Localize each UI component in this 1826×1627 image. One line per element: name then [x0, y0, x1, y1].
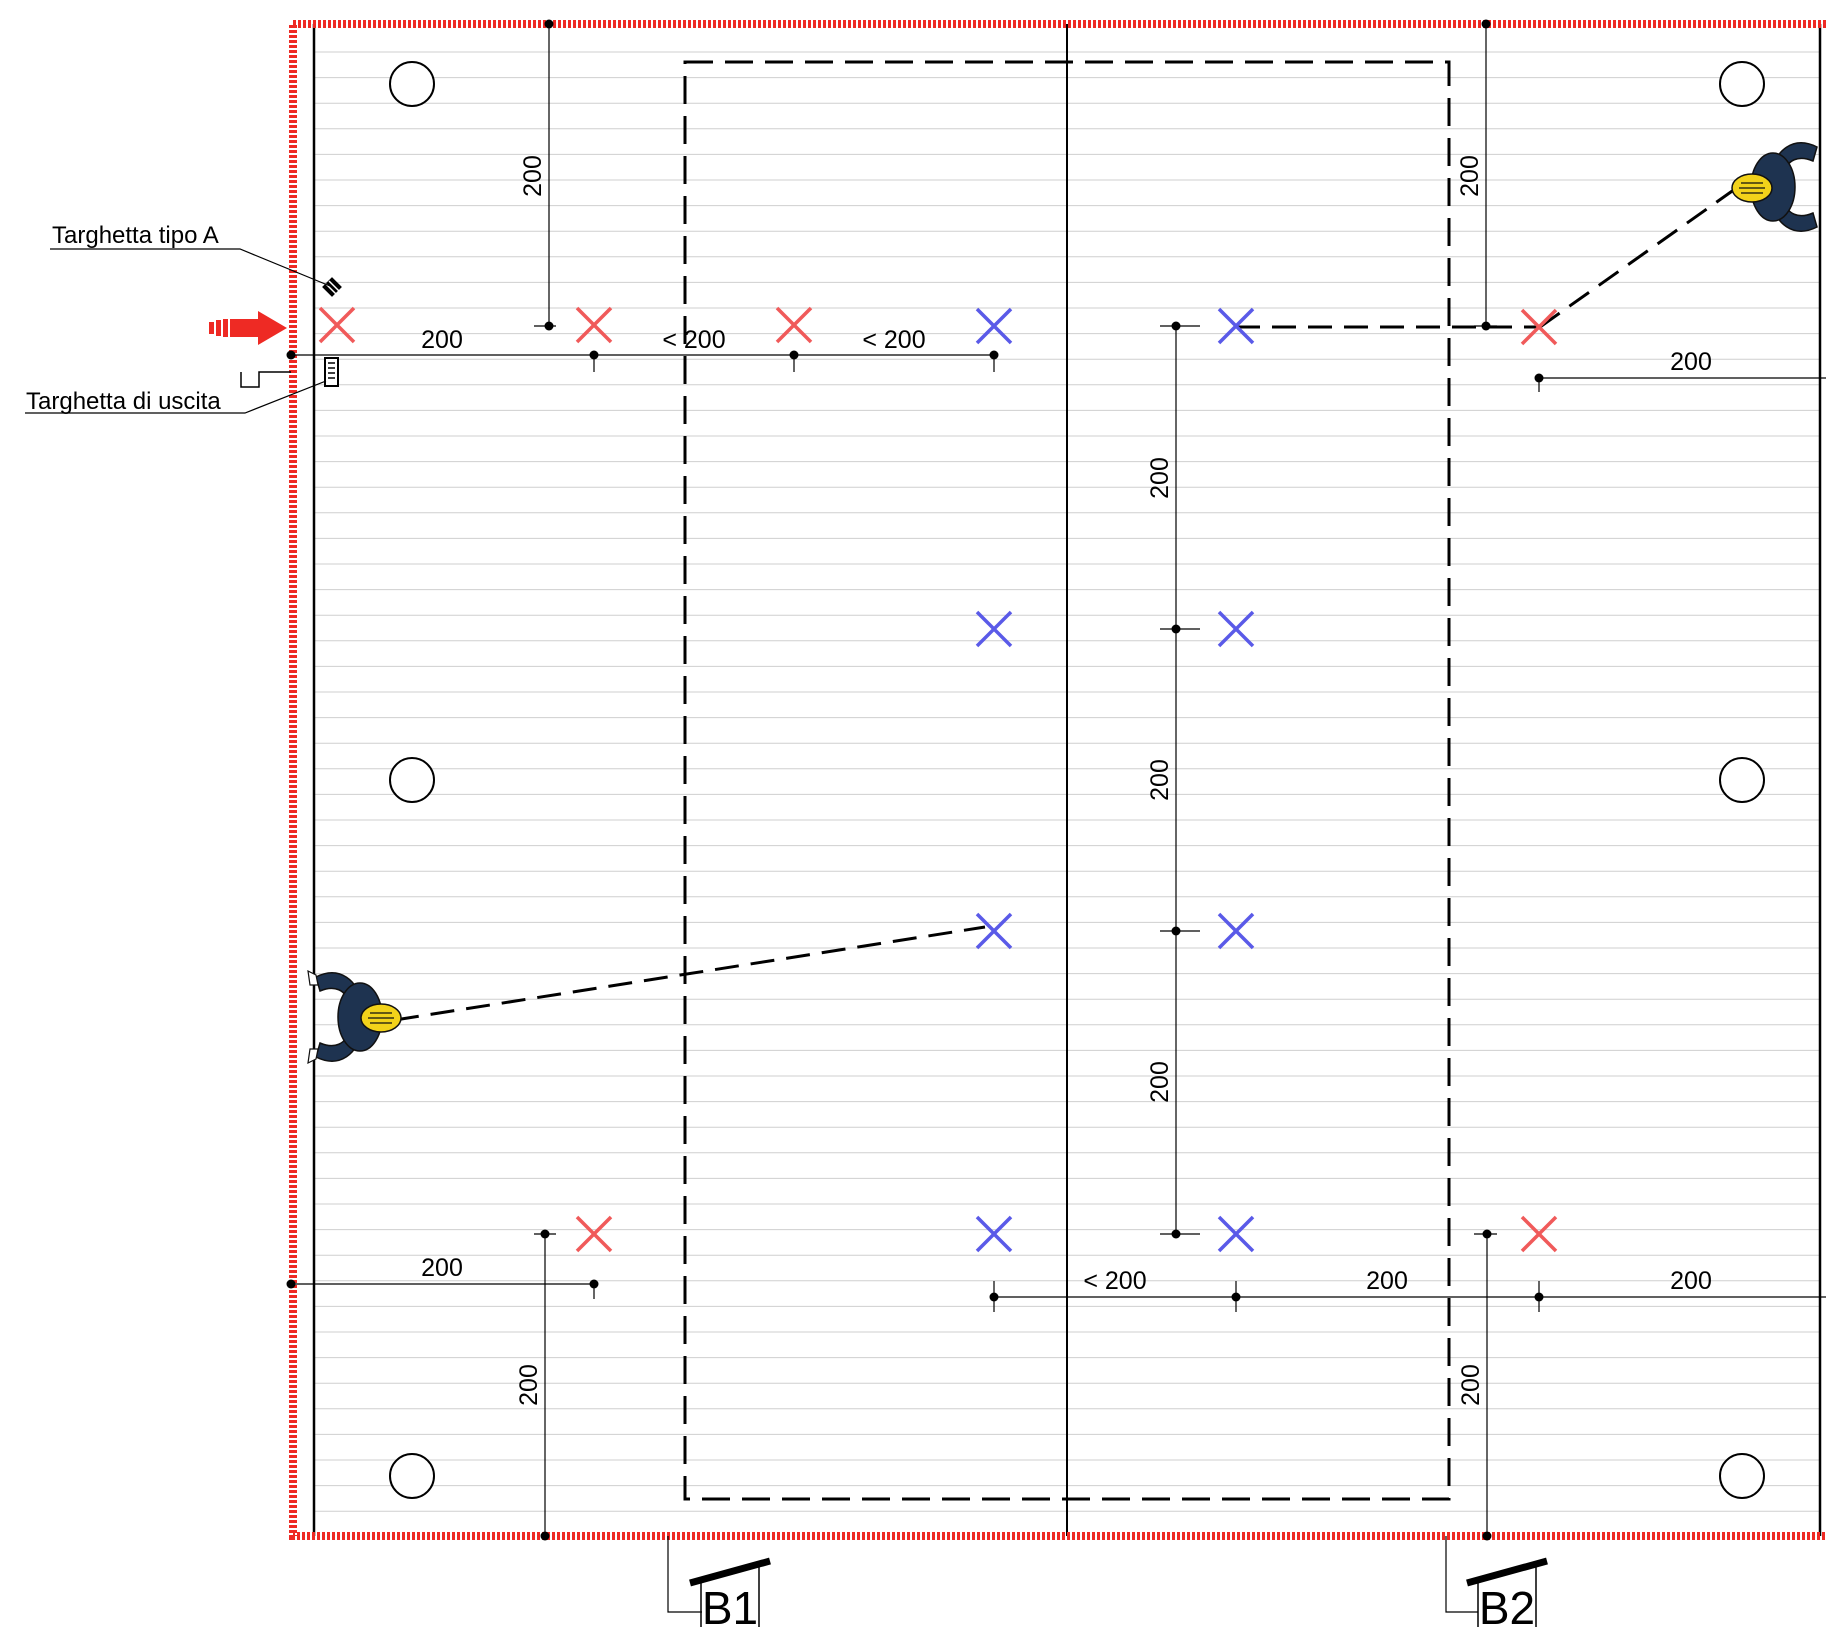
column-circle-icon	[1719, 757, 1765, 803]
section-marker-b2: B2	[1445, 1536, 1548, 1627]
exit-step-symbol	[240, 371, 291, 388]
exit-plate-icon	[324, 357, 339, 387]
anchor-cross-icon	[1217, 1215, 1255, 1253]
structure-lines	[312, 24, 1822, 1536]
dimension-label: < 200	[862, 326, 925, 354]
anchor-cross-icon	[1217, 912, 1255, 950]
anchor-cross-icon	[318, 306, 356, 344]
anchor-points-blue	[975, 307, 1255, 1253]
dimension-label: 200	[1456, 155, 1484, 197]
worker-topview-icon	[1731, 142, 1818, 232]
column-circle-icon	[389, 1453, 435, 1499]
anchor-cross-icon	[975, 1215, 1013, 1253]
dimension-label: 200	[421, 326, 463, 354]
dimension-label: 200	[1366, 1267, 1408, 1295]
dimension-label: 200	[1670, 348, 1712, 376]
access-arrow-icon	[209, 311, 287, 345]
column-circle-icon	[389, 757, 435, 803]
anchor-cross-icon	[1217, 610, 1255, 648]
exit-plate-label: Targhetta di uscita	[26, 388, 221, 415]
anchor-cross-icon	[575, 306, 613, 344]
dimension-label: < 200	[662, 326, 725, 354]
worker-topview-icon	[307, 969, 402, 1065]
plate-type-a-icon	[322, 277, 342, 297]
column-circle-icon	[1719, 61, 1765, 107]
dimension-label: 200	[1670, 1267, 1712, 1295]
anchor-cross-icon	[975, 912, 1013, 950]
dimension-label: < 200	[1083, 1267, 1146, 1295]
column-circle-icon	[1719, 1453, 1765, 1499]
dimension-label: 200	[1146, 1061, 1174, 1103]
section-label-b2: B2	[1479, 1582, 1535, 1627]
perimeter-boundary	[289, 20, 1826, 1540]
anchor-cross-icon	[1217, 307, 1255, 345]
dimension-label: 200	[515, 1364, 543, 1406]
column-circle-icon	[389, 61, 435, 107]
dimension-label: 200	[1146, 759, 1174, 801]
anchor-cross-icon	[1520, 1215, 1558, 1253]
annotation-leaders	[25, 248, 331, 414]
anchor-cross-icon	[975, 610, 1013, 648]
columns	[389, 61, 1765, 1499]
section-marker-b1: B1	[667, 1536, 771, 1627]
section-label-b1: B1	[702, 1582, 758, 1627]
opening-outline	[683, 60, 1451, 1501]
dimension-lines	[291, 24, 1826, 1536]
dimension-dots	[286, 19, 1544, 1541]
dimension-label: 200	[1146, 457, 1174, 499]
anchor-cross-icon	[775, 306, 813, 344]
plate-type-a-label: Targhetta tipo A	[52, 222, 219, 249]
dimension-label: 200	[1457, 1364, 1485, 1406]
dimension-label: 200	[421, 1254, 463, 1282]
dimension-label: 200	[519, 155, 547, 197]
anchor-points-red	[318, 306, 1558, 1253]
anchor-cross-icon	[575, 1215, 613, 1253]
anchor-cross-icon	[975, 307, 1013, 345]
anchor-cross-icon	[1520, 308, 1558, 346]
